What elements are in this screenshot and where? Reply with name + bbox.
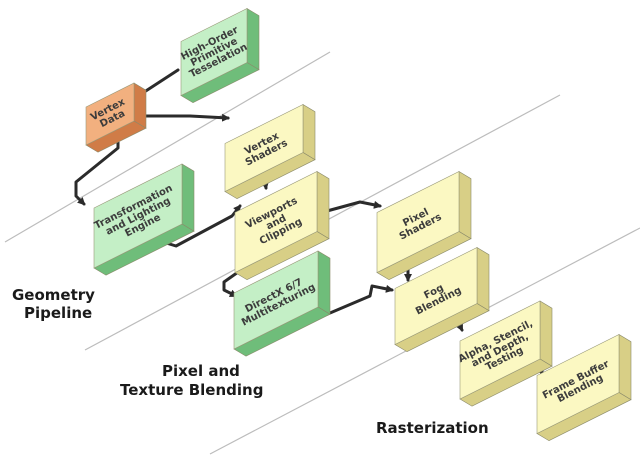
- block-face: [180, 8, 248, 96]
- block-face: [536, 334, 620, 434]
- stage-label-pixel: Pixel and: [162, 362, 240, 380]
- node-high-order: High-OrderPrimitiveTesselation: [179, 7, 260, 104]
- node-viewports: ViewportsandClipping: [234, 170, 330, 281]
- node-frame-buffer: Frame BufferBlending: [536, 333, 632, 442]
- block-side: [317, 250, 331, 315]
- separator-line: [4, 51, 331, 243]
- block-face: [376, 171, 460, 273]
- node-directx: DirectX 6/7Multitexturing: [233, 250, 331, 357]
- block-side: [246, 7, 260, 71]
- block-face: [394, 247, 478, 345]
- node-vertex-shaders: VertexShaders: [224, 103, 316, 200]
- block-side: [618, 333, 632, 401]
- block-side: [476, 246, 490, 312]
- nodes: High-OrderPrimitiveTesselationVertexData…: [85, 7, 632, 442]
- node-transform: Transformationand LightingEngine: [93, 163, 195, 276]
- block-side: [133, 82, 147, 129]
- block-face: [234, 171, 318, 273]
- stage-label-geometry: Pipeline: [24, 304, 92, 322]
- block-face: [224, 104, 304, 192]
- block-face: [459, 300, 541, 400]
- block-face: [85, 82, 135, 146]
- stage-label-geometry: Geometry: [12, 286, 95, 304]
- block-side: [302, 103, 316, 161]
- block-side: [539, 300, 553, 367]
- stage-label-pixel: Texture Blending: [120, 381, 263, 399]
- block-side: [458, 170, 472, 240]
- block-face: [93, 163, 183, 269]
- node-pixel-shaders: PixelShaders: [376, 170, 472, 281]
- connector: [126, 113, 230, 122]
- block-side: [181, 163, 195, 232]
- node-alpha: Alpha, Stencil,and Depth,Testing: [457, 300, 553, 407]
- block-side: [316, 170, 330, 240]
- block-face: [233, 250, 319, 350]
- stage-label-rasterization: Rasterization: [376, 419, 489, 437]
- node-vertex-data: VertexData: [85, 82, 147, 153]
- node-fog: FogBlending: [394, 246, 490, 353]
